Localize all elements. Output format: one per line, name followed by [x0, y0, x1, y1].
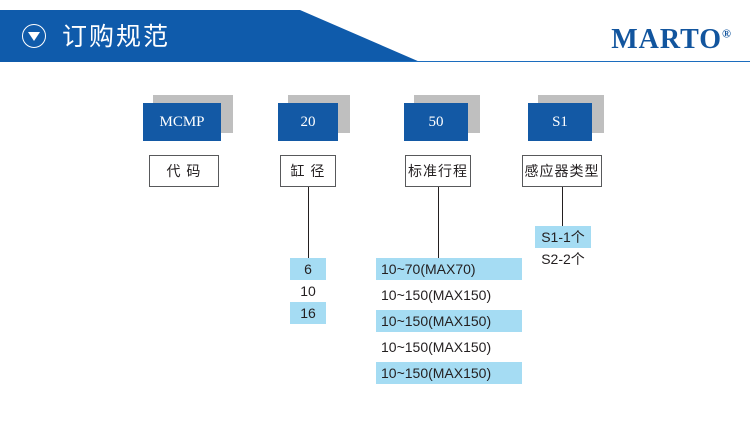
list-item[interactable]: 10~150(MAX150): [376, 310, 522, 332]
list-item[interactable]: 10~150(MAX150): [381, 339, 492, 355]
code-value-box[interactable]: MCMP: [143, 103, 221, 141]
list-item[interactable]: S2-2个: [541, 251, 585, 267]
list-item[interactable]: 10~150(MAX150): [381, 287, 492, 303]
spec-column-bore: 20 缸 径 6 10 16: [278, 95, 350, 324]
connector-line-stroke: [438, 187, 439, 258]
list-item[interactable]: S1-1个: [535, 226, 591, 248]
spec-column-sensor: S1 感应器类型 S1-1个 S2-2个: [522, 95, 618, 267]
spec-column-stroke: 50 标准行程 10~70(MAX70) 10~150(MAX150) 10~1…: [376, 95, 522, 384]
code-value-box[interactable]: S1: [528, 103, 592, 141]
down-triangle-glyph: [28, 31, 40, 41]
code-box-wrapper: 20: [278, 95, 350, 143]
code-box-wrapper: 50: [404, 95, 480, 143]
registered-trademark-icon: ®: [722, 26, 732, 41]
sensor-label-box: 感应器类型: [522, 155, 602, 187]
page-title: 订购规范: [62, 23, 171, 51]
code-value-box[interactable]: 50: [404, 103, 468, 141]
code-value-box[interactable]: 20: [278, 103, 338, 141]
list-item[interactable]: 16: [290, 302, 326, 324]
list-item[interactable]: 10: [300, 283, 316, 299]
circle-down-triangle-icon: [22, 24, 46, 48]
brand-logo: MARTO®: [611, 24, 732, 56]
option-list-stroke: 10~70(MAX70) 10~150(MAX150) 10~150(MAX15…: [376, 258, 522, 384]
code-label-box: 代 码: [149, 155, 219, 187]
stroke-label-box: 标准行程: [405, 155, 471, 187]
connector-line-sensor: [562, 187, 563, 226]
brand-logo-text: MARTO: [611, 24, 723, 55]
header-underline-rule: [300, 61, 750, 62]
list-item[interactable]: 10~70(MAX70): [376, 258, 522, 280]
list-item[interactable]: 6: [290, 258, 326, 280]
code-box-wrapper: S1: [528, 95, 618, 143]
option-list-bore: 6 10 16: [290, 258, 326, 324]
list-item[interactable]: 10~150(MAX150): [376, 362, 522, 384]
bore-label-box: 缸 径: [280, 155, 336, 187]
code-box-wrapper: MCMP: [143, 95, 233, 143]
spec-column-code: MCMP 代 码: [143, 95, 233, 187]
option-list-sensor: S1-1个 S2-2个: [535, 226, 591, 270]
connector-line-bore: [308, 187, 309, 258]
